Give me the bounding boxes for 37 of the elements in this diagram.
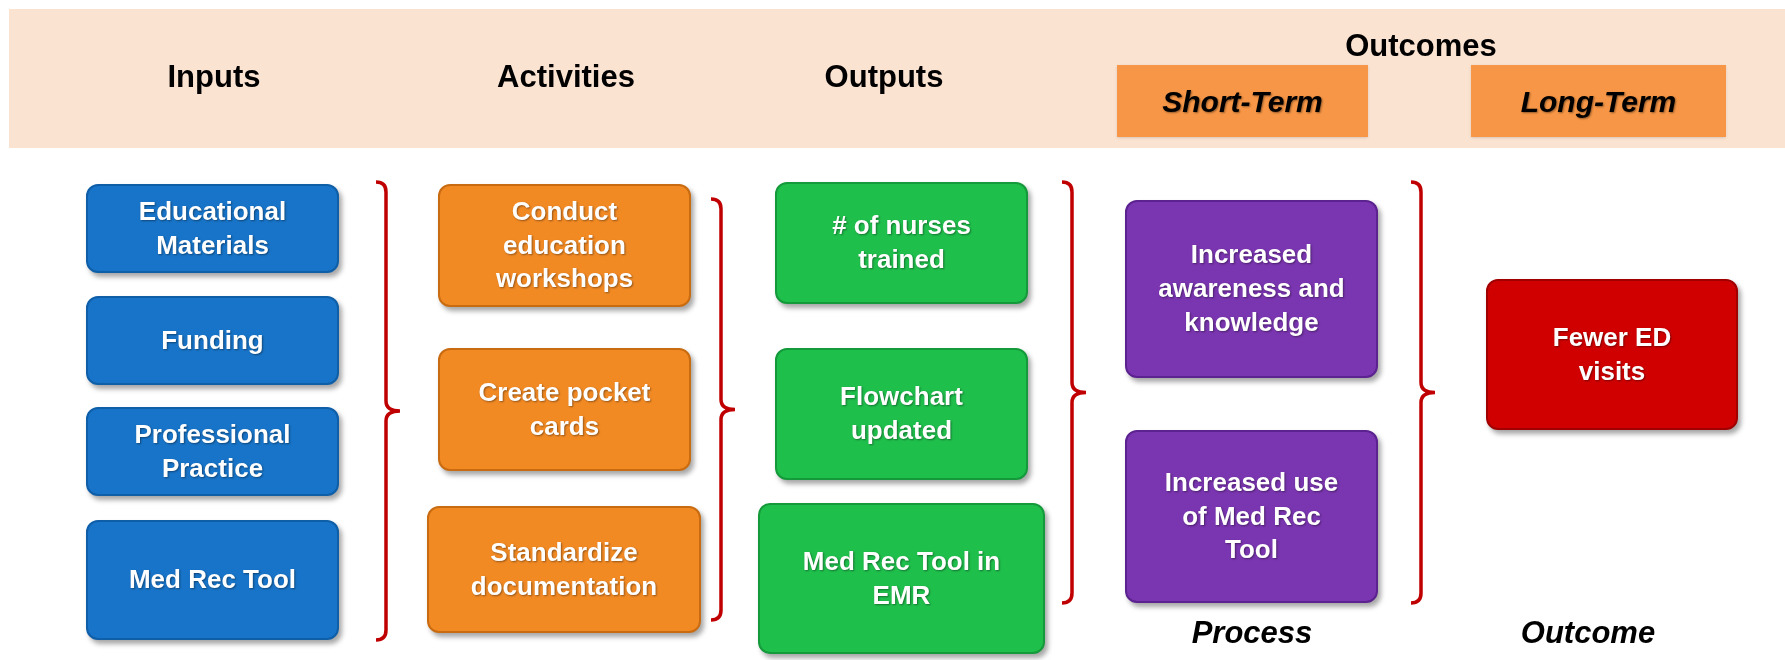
column-heading: Inputs [167, 57, 261, 96]
output-box [775, 182, 1028, 304]
box-text: Funding [160, 323, 265, 357]
column-heading: Outcomes [1345, 26, 1497, 65]
category-label: Process [1191, 613, 1313, 652]
activity-box [427, 506, 701, 633]
box-text: Flowchart updated [839, 380, 964, 447]
category-label: Outcome [1520, 613, 1656, 652]
box-text: Short-Term [1162, 83, 1323, 120]
output-box [758, 503, 1045, 654]
term-box [1471, 65, 1726, 137]
box-text: Conduct education workshops [494, 194, 635, 296]
box-text: Med Rec Tool [127, 563, 298, 597]
box-text: # of nurses trained [831, 209, 972, 276]
input-box [86, 407, 339, 496]
output-box [775, 348, 1028, 480]
box-text: Med Rec Tool in EMR [801, 544, 1002, 612]
box-text: Professional Practice [133, 417, 292, 485]
term-box [1117, 65, 1368, 137]
activity-box [438, 184, 691, 307]
long-term-outcome-box [1486, 279, 1738, 430]
box-text: Increased awareness and knowledge [1157, 238, 1346, 339]
short-term-outcome-box [1125, 200, 1378, 378]
box-text: Create pocket cards [477, 375, 652, 443]
box-text: Fewer ED visits [1551, 320, 1673, 388]
box-text: Educational Materials [137, 194, 288, 262]
header-band [9, 9, 1785, 148]
box-text: Long-Term [1520, 83, 1677, 120]
short-term-outcome-box [1125, 430, 1378, 603]
activity-box [438, 348, 691, 471]
column-heading: Activities [497, 57, 635, 96]
input-box [86, 296, 339, 385]
input-box [86, 184, 339, 273]
input-box [86, 520, 339, 640]
box-text: Increased use of Med Rec Tool [1163, 465, 1340, 567]
column-heading: Outputs [824, 57, 944, 96]
box-text: Standardize documentation [469, 535, 659, 603]
